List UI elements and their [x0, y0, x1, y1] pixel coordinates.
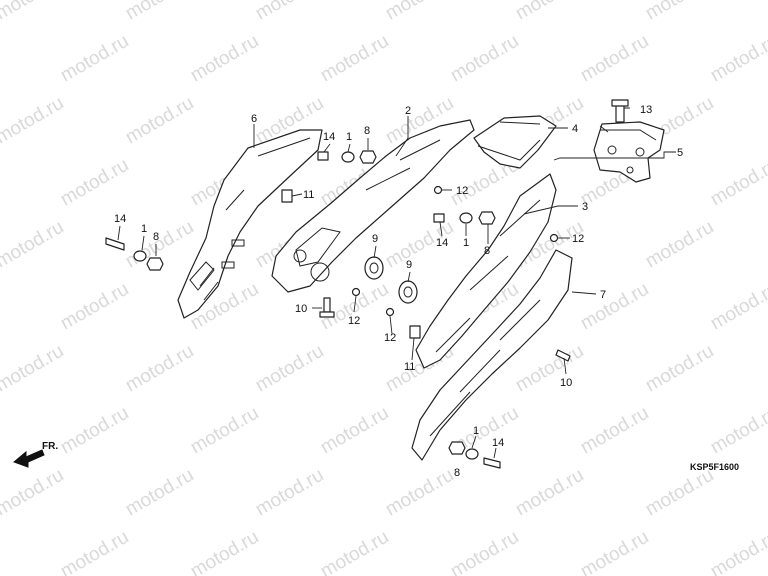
callout-13: 13	[640, 104, 652, 116]
watermark-text: motod.ru	[0, 0, 67, 24]
front-direction-indicator: FR.	[13, 441, 58, 468]
watermark-text: motod.ru	[252, 341, 327, 397]
watermark-text: motod.ru	[642, 341, 717, 397]
leader-lines	[117, 107, 676, 459]
part-5-bracket	[593, 121, 665, 183]
watermark-text: motod.ru	[642, 217, 717, 273]
watermark-text: motod.ru	[512, 341, 587, 397]
watermark-text: motod.ru	[57, 527, 132, 576]
callout-10: 10	[560, 377, 572, 389]
callout-14: 14	[436, 237, 448, 249]
watermark-text: motod.ru	[707, 31, 768, 87]
callout-1: 1	[141, 223, 147, 235]
watermark-text: motod.ru	[577, 31, 652, 87]
callout-6: 6	[251, 113, 257, 125]
watermark-text: motod.ru	[0, 93, 67, 149]
callout-1: 1	[473, 425, 479, 437]
callout-12: 12	[456, 185, 468, 197]
part-3-right-side-cover	[415, 173, 557, 369]
callout-9: 9	[406, 259, 412, 271]
watermark-text: motod.ru	[577, 527, 652, 576]
watermark-text: motod.ru	[317, 31, 392, 87]
callout-1: 1	[463, 237, 469, 249]
watermark-text: motod.ru	[512, 465, 587, 521]
part-2-rear-cowl	[271, 119, 475, 293]
watermark-text: motod.ru	[707, 279, 768, 335]
watermark-text: motod.ru	[252, 0, 327, 24]
watermark-text: motod.ru	[707, 155, 768, 211]
callout-12: 12	[348, 315, 360, 327]
watermark-text: motod.ru	[122, 341, 197, 397]
watermark-text: motod.ru	[187, 403, 262, 459]
watermark-text: motod.ru	[317, 403, 392, 459]
callout-12: 12	[384, 332, 396, 344]
watermark-text: motod.ru	[0, 341, 67, 397]
callout-11: 11	[404, 361, 415, 373]
watermark-text: motod.ru	[252, 465, 327, 521]
part-6-left-side-cover	[177, 129, 323, 319]
callout-3: 3	[582, 201, 588, 213]
watermark-text: motod.ru	[0, 217, 67, 273]
watermark-text: motod.ru	[707, 527, 768, 576]
watermark-text: motod.ru	[512, 0, 587, 24]
callout-14: 14	[323, 131, 335, 143]
callout-8: 8	[364, 125, 370, 137]
watermark-text: motod.ru	[0, 465, 67, 521]
callout-5: 5	[677, 147, 683, 159]
fasteners	[105, 99, 629, 469]
watermark-text: motod.ru	[187, 527, 262, 576]
callout-8: 8	[454, 467, 460, 479]
watermark-text: motod.ru	[187, 31, 262, 87]
watermark-text: motod.ru	[57, 31, 132, 87]
watermark-text: motod.ru	[447, 31, 522, 87]
front-arrow-icon	[13, 449, 45, 468]
callout-9: 9	[372, 233, 378, 245]
callout-1: 1	[346, 131, 352, 143]
direction-label: FR.	[42, 441, 58, 452]
watermark-text: motod.ru	[382, 465, 457, 521]
callout-8: 8	[153, 231, 159, 243]
callout-7: 7	[600, 289, 606, 301]
callout-8: 8	[484, 245, 490, 257]
watermark-text: motod.ru	[0, 527, 2, 576]
callout-numbers: 6 2 4 13 5 14 1 8 11 12 3 14 1 8 12 9 9 …	[114, 104, 683, 479]
watermark-text: motod.ru	[122, 93, 197, 149]
watermark-text: motod.ru	[57, 403, 132, 459]
watermark-text: motod.ru	[0, 403, 2, 459]
callout-14: 14	[114, 213, 126, 225]
watermark-text: motod.ru	[0, 155, 2, 211]
part-4-tail-piece	[473, 115, 557, 169]
watermark-text: motod.ru	[122, 0, 197, 24]
watermark-text: motod.ru	[57, 155, 132, 211]
watermark-text: motod.ru	[0, 31, 2, 87]
callout-2: 2	[405, 105, 411, 117]
diagram-code: KSP5F1600	[690, 462, 739, 472]
watermark-text: motod.ru	[122, 465, 197, 521]
watermark-text: motod.ru	[447, 527, 522, 576]
callout-10: 10	[295, 303, 307, 315]
watermark-text: motod.ru	[0, 279, 2, 335]
callout-4: 4	[572, 123, 578, 135]
watermark-text: motod.ru	[317, 527, 392, 576]
watermark-text: motod.ru	[382, 0, 457, 24]
callout-12: 12	[572, 233, 584, 245]
watermark-text: motod.ru	[707, 403, 768, 459]
watermark-text: motod.ru	[577, 279, 652, 335]
watermark-text: motod.ru	[642, 465, 717, 521]
watermark-text: motod.ru	[642, 0, 717, 24]
watermark-text: motod.ru	[57, 279, 132, 335]
watermark-text: motod.ru	[577, 403, 652, 459]
part-7-lower-cover	[411, 249, 573, 461]
callout-14: 14	[492, 437, 504, 449]
callout-11: 11	[303, 189, 314, 201]
